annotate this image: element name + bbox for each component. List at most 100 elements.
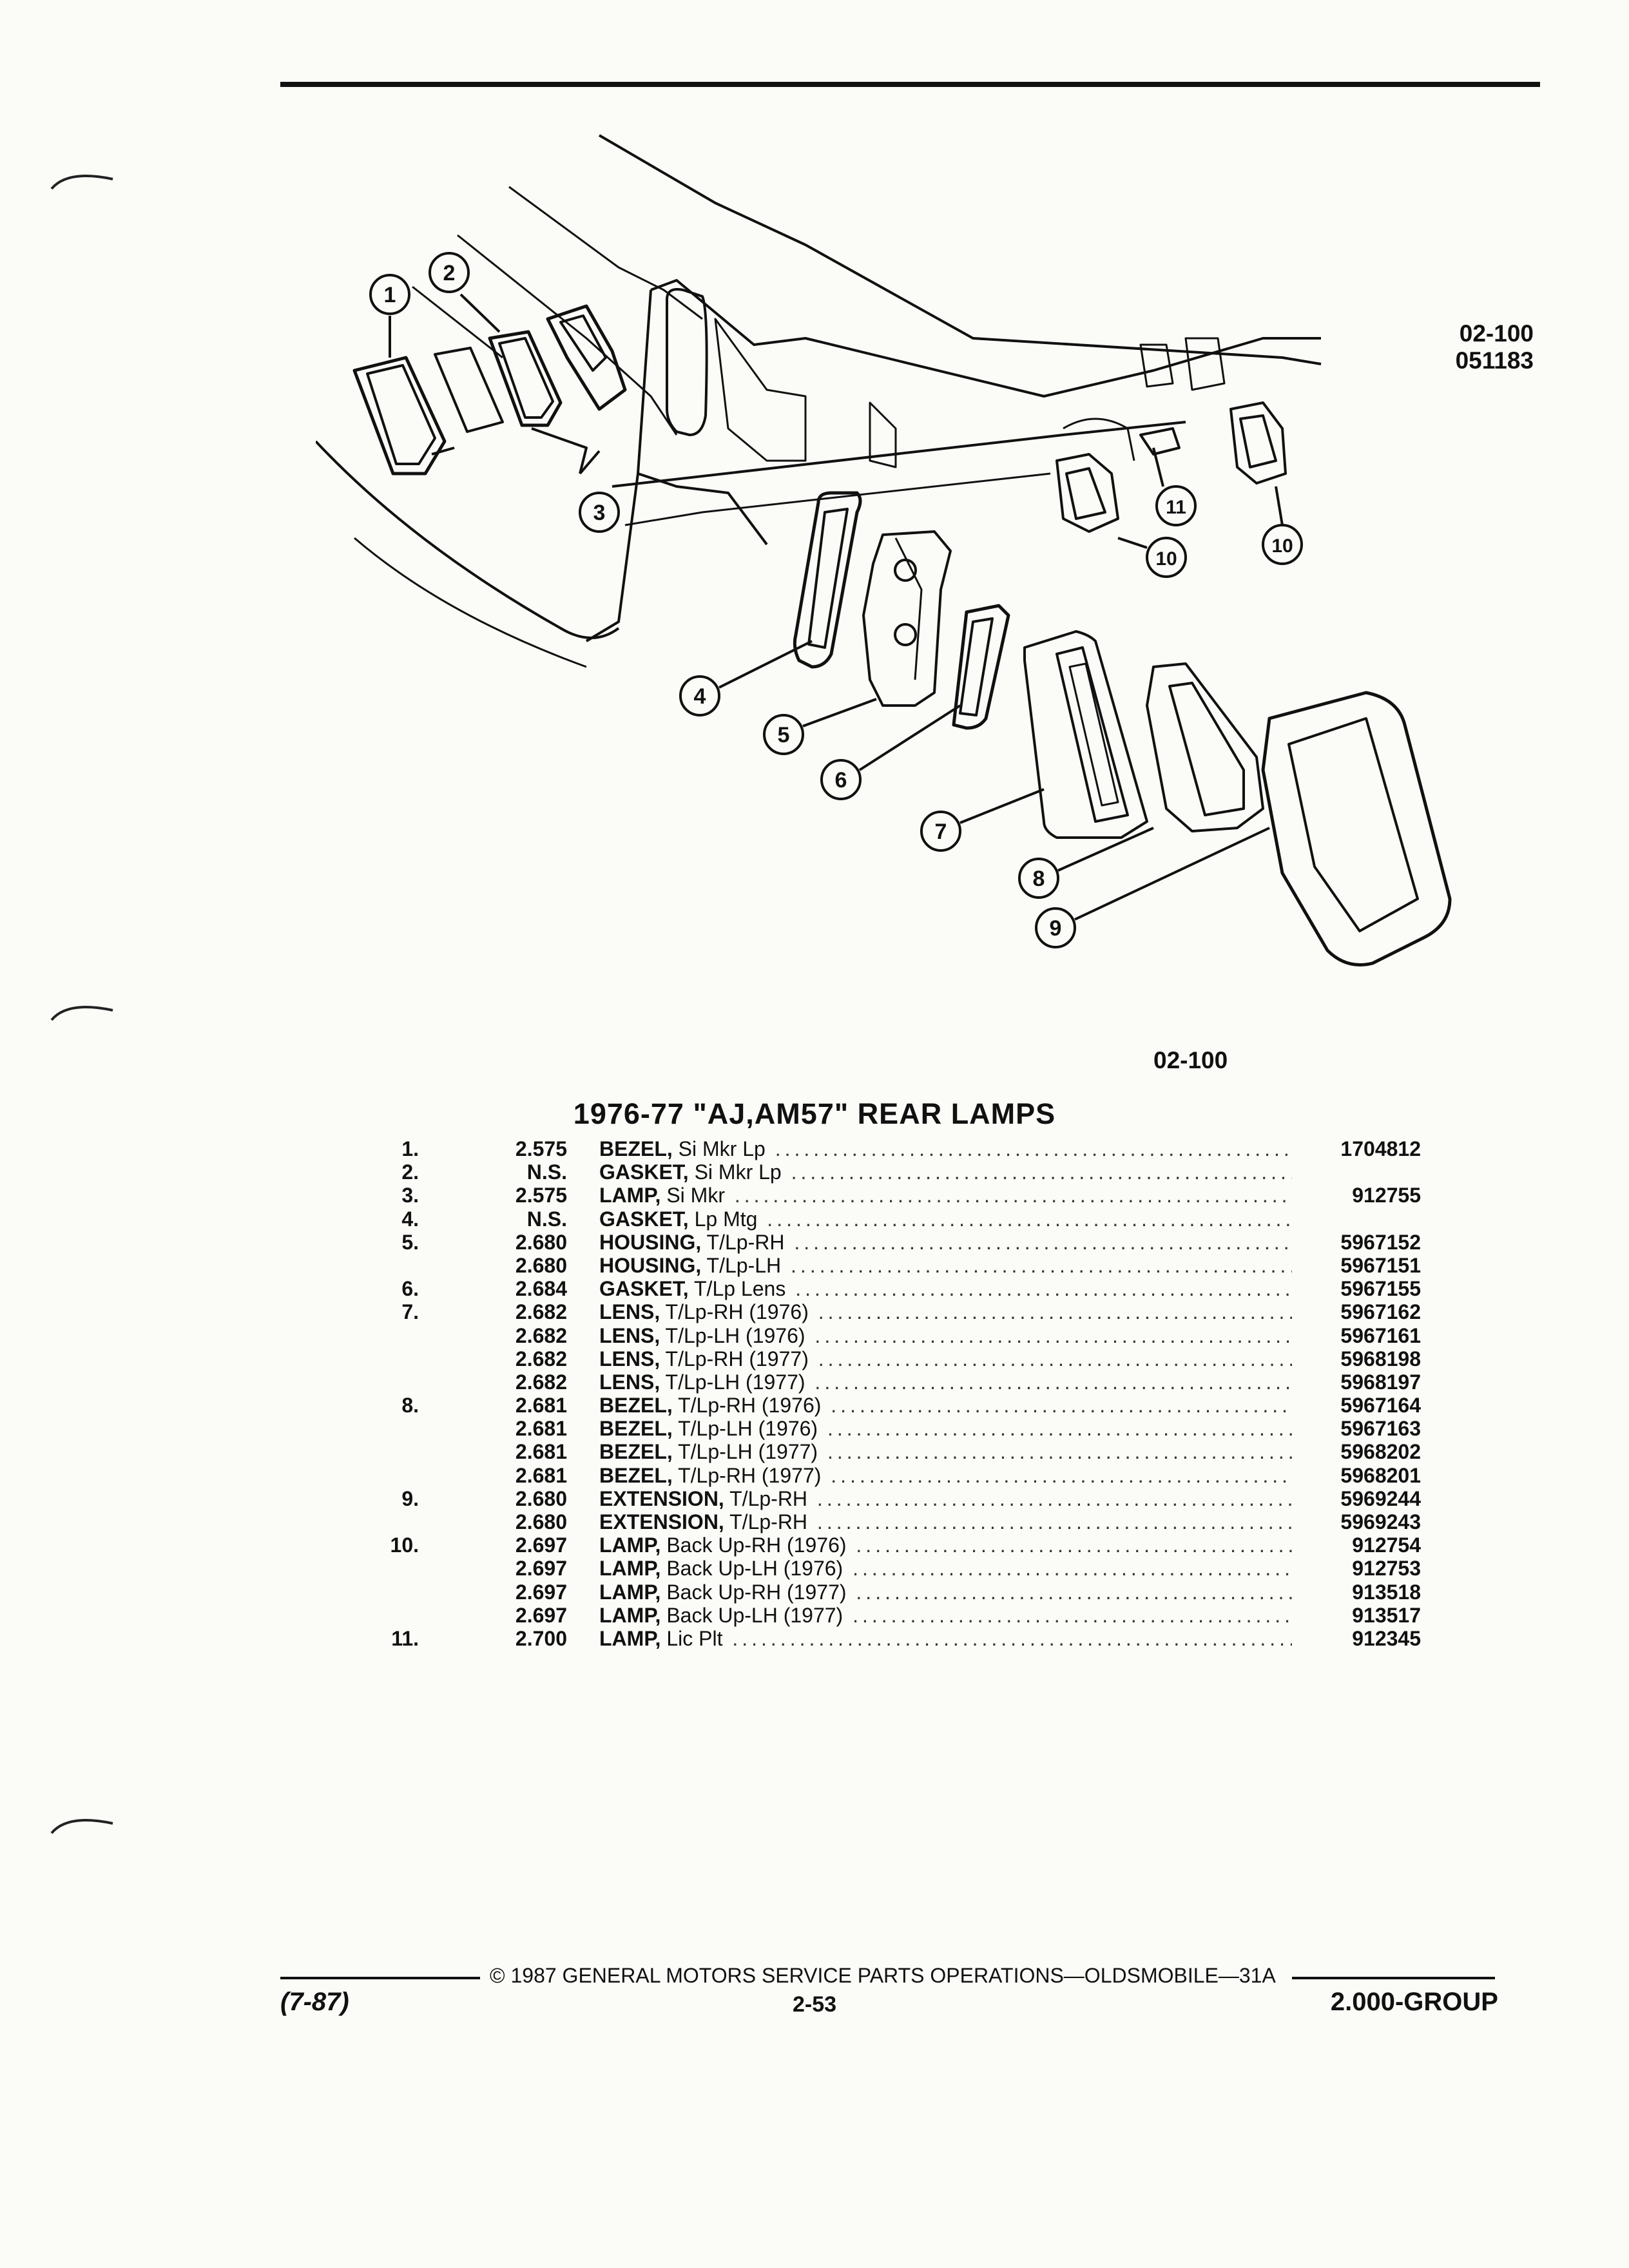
part-detail: Si Mkr Lp — [694, 1160, 782, 1184]
part-detail: Back Up-LH (1977) — [666, 1603, 843, 1627]
part-description: LAMP, Back Up-RH (1977) ................… — [599, 1581, 1292, 1604]
revision-date: (7-87) — [280, 1988, 349, 2016]
part-detail: Back Up-RH (1977) — [666, 1580, 847, 1604]
group-number: 2.697 — [515, 1580, 567, 1604]
part-number: 1704812 — [1340, 1137, 1421, 1160]
group-number: 2.700 — [515, 1626, 567, 1650]
group-number: N.S. — [526, 1160, 567, 1184]
footer-rule-left — [280, 1977, 480, 1979]
svg-text:7: 7 — [935, 820, 947, 844]
group-number: 2.681 — [515, 1463, 567, 1487]
part-description: LAMP, Si Mkr ...........................… — [599, 1184, 1292, 1207]
part-detail: Si Mkr Lp — [678, 1137, 766, 1160]
part-number: 5968202 — [1340, 1440, 1421, 1464]
part-detail: T/Lp-LH (1977) — [678, 1440, 818, 1464]
group-number: 2.680 — [515, 1486, 567, 1510]
leader-dots: ........................................… — [818, 1347, 1292, 1370]
part-number: 5969243 — [1340, 1510, 1421, 1533]
figure-code: 02-100 051183 — [1411, 320, 1534, 374]
group-number: 2.697 — [515, 1603, 567, 1627]
item-number: 2. — [401, 1160, 419, 1184]
part-detail: Lp Mtg — [694, 1207, 758, 1231]
part-description: GASKET, Si Mkr Lp ......................… — [599, 1160, 1292, 1184]
svg-text:4: 4 — [694, 684, 706, 709]
parts-row: 2.680 HOUSING, T/Lp-LH ..................… — [361, 1253, 1421, 1277]
part-description: LENS, T/Lp-RH (1976) ...................… — [599, 1300, 1292, 1323]
part-name: BEZEL, — [599, 1394, 673, 1418]
part-detail: T/Lp-RH — [729, 1486, 808, 1510]
callout-1: 1 — [369, 274, 410, 315]
group-number: 2.681 — [515, 1440, 567, 1464]
part-description: BEZEL, T/Lp-LH (1976) ..................… — [599, 1417, 1292, 1440]
part-number: 5969244 — [1340, 1486, 1421, 1510]
top-rule — [280, 82, 1540, 87]
part-description: EXTENSION, T/Lp-RH .....................… — [599, 1487, 1292, 1510]
part-detail: T/Lp-RH — [706, 1230, 785, 1254]
part-name: HOUSING, — [599, 1230, 702, 1254]
figure-code-line1: 02-100 — [1459, 320, 1534, 347]
leader-dots: ........................................… — [732, 1626, 1292, 1650]
part-detail: Back Up-LH (1976) — [666, 1557, 843, 1581]
leader-dots: ........................................… — [816, 1486, 1292, 1510]
callout-4: 4 — [679, 675, 720, 716]
leader-dots: ........................................… — [831, 1394, 1292, 1418]
leader-dots: ........................................… — [856, 1533, 1292, 1557]
group-number: 2.575 — [515, 1184, 567, 1207]
part-number: 912754 — [1352, 1533, 1421, 1557]
callout-9: 9 — [1035, 907, 1076, 948]
part-detail: T/Lp-RH (1977) — [678, 1463, 822, 1487]
svg-text:11: 11 — [1166, 497, 1186, 518]
part-name: LAMP, — [599, 1533, 661, 1557]
part-description: GASKET, Lp Mtg .........................… — [599, 1207, 1292, 1231]
callout-10: 10 — [1146, 537, 1187, 578]
binder-hole-mark — [50, 175, 113, 190]
part-number: 913518 — [1352, 1580, 1421, 1604]
part-description: LAMP, Back Up-LH (1976) ................… — [599, 1557, 1292, 1580]
part-name: EXTENSION, — [599, 1510, 724, 1533]
leader-dots: ........................................… — [853, 1603, 1292, 1627]
part-detail: T/Lp-RH — [729, 1510, 808, 1533]
part-number: 5967161 — [1340, 1323, 1421, 1347]
part-name: LENS, — [599, 1370, 660, 1394]
part-number: 912345 — [1352, 1626, 1421, 1650]
leader-dots: ........................................… — [791, 1160, 1292, 1184]
footer-rule-right — [1292, 1977, 1495, 1979]
svg-text:6: 6 — [835, 768, 847, 793]
copyright-notice: © 1987 GENERAL MOTORS SERVICE PARTS OPER… — [490, 1964, 1276, 1987]
part-description: LENS, T/Lp-LH (1976) ...................… — [599, 1324, 1292, 1347]
parts-row: 4.N.S.GASKET, Lp Mtg ...................… — [361, 1207, 1392, 1231]
part-name: EXTENSION, — [599, 1486, 724, 1510]
part-detail: T/Lp-RH (1976) — [665, 1300, 809, 1324]
parts-row: 2.697 LAMP, Back Up-LH (1977) ...........… — [361, 1603, 1421, 1627]
part-name: BEZEL, — [599, 1440, 673, 1464]
item-number: 8. — [401, 1394, 419, 1418]
item-number: 5. — [401, 1230, 419, 1254]
part-detail: T/Lp-LH (1976) — [678, 1417, 818, 1441]
part-number: 5967152 — [1340, 1230, 1421, 1254]
leader-dots: ........................................… — [856, 1580, 1292, 1604]
part-description: BEZEL, T/Lp-LH (1977) ..................… — [599, 1440, 1292, 1463]
group-number: 2.697 — [515, 1533, 567, 1557]
group-number: 2.680 — [515, 1253, 567, 1277]
item-number: 11. — [391, 1626, 419, 1650]
part-name: LAMP, — [599, 1603, 661, 1627]
exploded-view-illustration: 1 2 3 4 5 6 7 8 9 10 11 10 — [316, 134, 1452, 966]
item-number: 7. — [401, 1300, 419, 1324]
page-number: 2-53 — [792, 1992, 837, 2017]
callout-6: 6 — [820, 759, 862, 800]
part-description: HOUSING, T/Lp-LH .......................… — [599, 1254, 1292, 1277]
binder-hole-mark — [50, 1819, 113, 1834]
svg-text:3: 3 — [593, 501, 606, 525]
item-number: 3. — [401, 1184, 419, 1207]
item-number: 9. — [401, 1486, 419, 1510]
parts-list-title: 1976-77 "AJ,AM57" REAR LAMPS — [573, 1097, 1056, 1130]
callout-10b: 10 — [1262, 524, 1303, 565]
callout-3: 3 — [579, 492, 620, 533]
part-description: LENS, T/Lp-LH (1977) ...................… — [599, 1370, 1292, 1394]
part-name: LAMP, — [599, 1184, 661, 1207]
